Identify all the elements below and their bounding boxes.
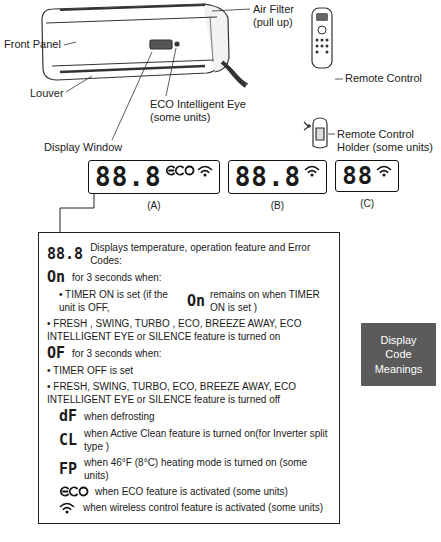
list-text: • TIMER OFF is set bbox=[47, 364, 133, 377]
window-letter: (B) bbox=[229, 200, 327, 211]
display-code: On bbox=[187, 294, 205, 309]
window-icons bbox=[304, 164, 320, 177]
display-window: 88(C) bbox=[335, 160, 399, 192]
remote-control bbox=[312, 8, 332, 68]
list-row: • TIMER OFF is set bbox=[47, 364, 331, 377]
segment-digits: 88.8 bbox=[95, 164, 162, 190]
wifi-icon bbox=[59, 501, 75, 514]
wifi-icon bbox=[376, 164, 392, 177]
part-label: Display Window bbox=[44, 141, 122, 154]
list-text: for 3 seconds when: bbox=[72, 271, 162, 284]
part-label: Remote Control Holder (some units) bbox=[337, 128, 437, 154]
list-row: FP when 46°F (8°C) heating mode is turned… bbox=[47, 456, 331, 482]
list-row: CL when Active Clean feature is turned on… bbox=[47, 427, 331, 453]
window-icons bbox=[376, 164, 392, 177]
window-letter: (A) bbox=[89, 200, 219, 211]
segment-digits: 88.8 bbox=[235, 164, 302, 190]
part-label: Louver bbox=[30, 87, 64, 100]
list-row: dF when defrosting bbox=[47, 409, 331, 424]
display-code: OF bbox=[47, 346, 65, 361]
list-text: • TIMER ON is set (if the unit is OFF, bbox=[59, 288, 182, 314]
list-text: when defrosting bbox=[84, 410, 155, 423]
window-icons bbox=[165, 164, 213, 177]
segment-digits: 88 bbox=[342, 164, 373, 188]
display-window: 88.8(B) bbox=[228, 160, 328, 194]
list-text: when Active Clean feature is turned on(f… bbox=[84, 427, 331, 453]
list-row: when ECO feature is activated (some unit… bbox=[47, 485, 331, 498]
remote-holder bbox=[304, 118, 327, 148]
list-text: remains on when TIMER ON is set ) bbox=[210, 288, 331, 314]
part-label: Front Panel bbox=[4, 38, 61, 51]
leader-lines bbox=[64, 9, 343, 140]
list-text: when ECO feature is activated (some unit… bbox=[95, 485, 288, 498]
indoor-unit bbox=[42, 4, 248, 86]
section-tab: Display Code Meanings bbox=[361, 323, 436, 386]
list-text: for 3 seconds when: bbox=[72, 347, 162, 360]
list-row: • FRESH , SWING, TURBO , ECO, BREEZE AWA… bbox=[47, 317, 331, 343]
list-row: OF for 3 seconds when: bbox=[47, 346, 331, 361]
part-label: ECO Intelligent Eye (some units) bbox=[150, 98, 250, 124]
tab-text: Display Code Meanings bbox=[367, 333, 430, 376]
eco-icon bbox=[165, 164, 195, 177]
eco-icon bbox=[59, 485, 89, 498]
leader-connector bbox=[60, 194, 94, 232]
list-row: On for 3 seconds when: bbox=[47, 270, 331, 285]
display-code: 88.8 bbox=[47, 247, 83, 262]
list-row: • FRESH, SWING, TURBO, ECO, BREEZE AWAY,… bbox=[47, 380, 331, 406]
display-code: FP bbox=[59, 462, 77, 477]
display-window: 88.8(A) bbox=[88, 160, 220, 194]
display-code: On bbox=[47, 270, 65, 285]
list-text: when 46°F (8°C) heating mode is turned o… bbox=[84, 456, 331, 482]
list-text: • FRESH, SWING, TURBO, ECO, BREEZE AWAY,… bbox=[47, 380, 331, 406]
part-label: Air Filter (pull up) bbox=[253, 3, 315, 29]
list-text: • FRESH , SWING, TURBO , ECO, BREEZE AWA… bbox=[47, 317, 331, 343]
display-code: CL bbox=[59, 433, 77, 448]
list-row: when wireless control feature is activat… bbox=[47, 501, 331, 514]
display-code: dF bbox=[59, 409, 77, 424]
wifi-icon bbox=[304, 164, 320, 177]
part-label: Remote Control bbox=[345, 72, 422, 85]
list-row: 88.8 Displays temperature, operation feat… bbox=[47, 241, 331, 267]
list-text: when wireless control feature is activat… bbox=[83, 501, 323, 514]
window-letter: (C) bbox=[336, 198, 398, 209]
wifi-icon bbox=[197, 164, 213, 177]
list-row: • TIMER ON is set (if the unit is OFF, On… bbox=[47, 288, 331, 314]
display-code-list: 88.8 Displays temperature, operation feat… bbox=[38, 232, 340, 524]
list-text: Displays temperature, operation feature … bbox=[90, 241, 331, 267]
